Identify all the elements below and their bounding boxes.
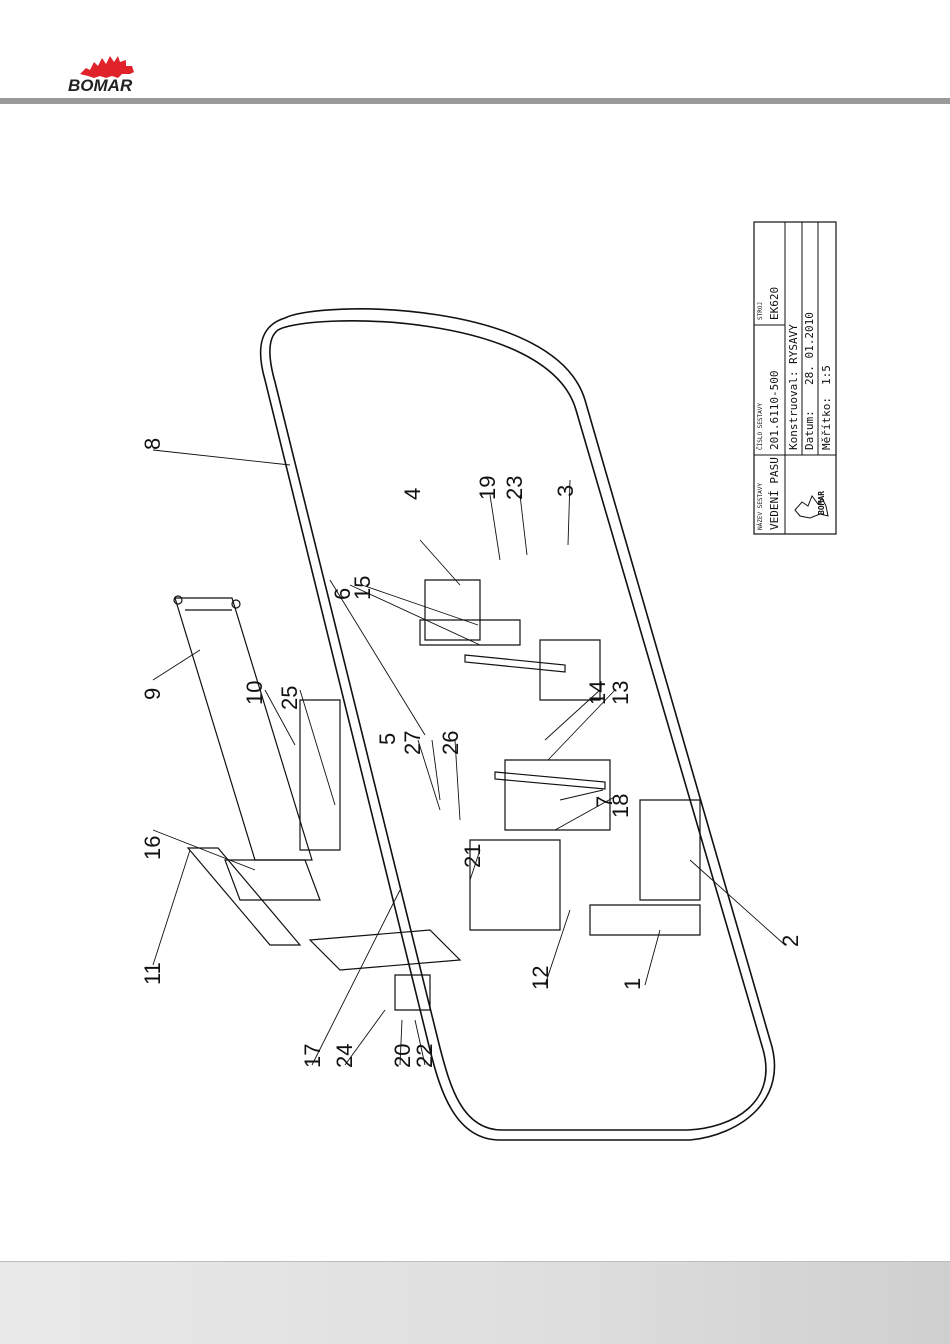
part-label-23: 23 <box>502 476 527 500</box>
part-label-12: 12 <box>528 966 553 990</box>
assembly-number: 201.6110-500 <box>768 371 781 450</box>
belt-outline <box>261 309 775 1140</box>
part-label-16: 16 <box>140 836 165 860</box>
assembly-name: VEDENÍ PASU <box>768 457 781 530</box>
assembly-number-label: ČÍSLO SESTAVY <box>756 403 764 450</box>
part-label-27: 27 <box>400 731 425 755</box>
page-footer <box>0 1262 950 1344</box>
part-label-13: 13 <box>608 681 633 705</box>
part-label-9: 9 <box>140 688 165 700</box>
part-label-5: 5 <box>375 733 400 745</box>
part-label-19: 19 <box>475 476 500 500</box>
part-label-10: 10 <box>242 681 267 705</box>
part-label-4: 4 <box>400 488 425 500</box>
machine-value: EK620 <box>768 287 781 320</box>
part-label-22: 22 <box>412 1044 437 1068</box>
part-label-25: 25 <box>277 686 302 710</box>
part-label-8: 8 <box>140 438 165 450</box>
part-label-24: 24 <box>332 1044 357 1068</box>
part-label-18: 18 <box>608 794 633 818</box>
machine-label: STROJ <box>757 302 764 320</box>
part-label-17: 17 <box>300 1044 325 1068</box>
part-label-26: 26 <box>438 731 463 755</box>
part-number-labels: 8 9 16 11 10 25 4 6 15 19 23 3 5 27 26 1… <box>140 438 803 1068</box>
leader-lines <box>153 450 785 1065</box>
part-label-11: 11 <box>140 962 165 985</box>
title-block-logo-text: BOMAR <box>817 491 826 515</box>
part-label-14: 14 <box>585 681 610 705</box>
part-label-2: 2 <box>778 935 803 947</box>
part-label-1: 1 <box>620 978 645 990</box>
scale-value: 1:5 <box>820 365 833 385</box>
date-label: Datum: <box>803 410 816 450</box>
title-block: NÁZEV SESTAVY VEDENÍ PASU ČÍSLO SESTAVY … <box>754 222 836 534</box>
date-value: 28. 01.2010 <box>803 312 816 385</box>
assembly-name-label: NÁZEV SESTAVY <box>757 483 764 530</box>
part-label-21: 21 <box>460 844 485 868</box>
assembly-drawing: 8 9 16 11 10 25 4 6 15 19 23 3 5 27 26 1… <box>0 0 950 1260</box>
designer: Konstruoval: RYSAVY <box>787 324 800 450</box>
scale-label: Měřítko: <box>820 397 833 450</box>
part-label-3: 3 <box>553 485 578 497</box>
part-label-15: 15 <box>350 576 375 600</box>
